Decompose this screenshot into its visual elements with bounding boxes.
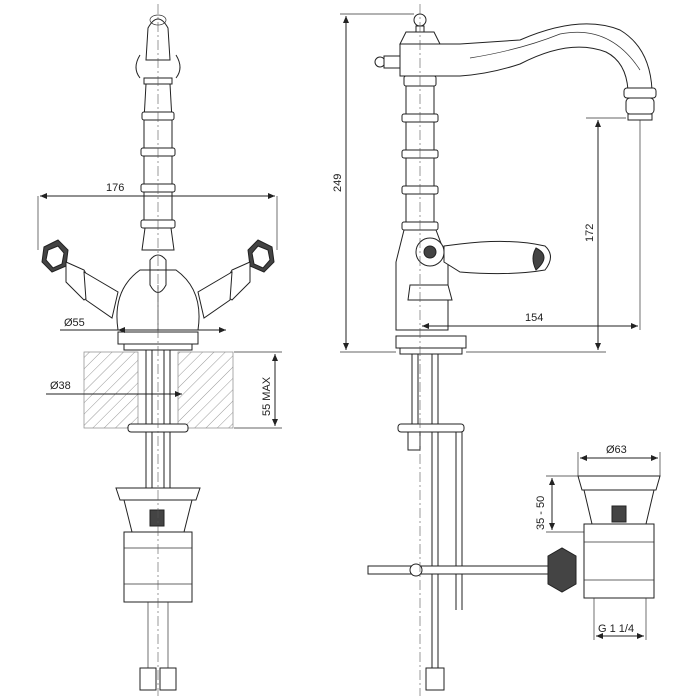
dim-dia-63: Ø63	[606, 444, 627, 456]
right-handle	[197, 239, 275, 319]
side-view: 249 172 154 Ø63 35 - 50 G 1 1/4	[332, 4, 661, 696]
dim-thread: G 1 1/4	[598, 623, 634, 635]
dim-55-max: 55 MAX	[261, 376, 273, 416]
dim-range-35-50: 35 - 50	[535, 496, 547, 530]
left-handle	[41, 239, 119, 319]
dim-reach-154: 154	[525, 312, 543, 324]
dim-dia-55: Ø55	[64, 317, 85, 329]
countertop-left	[83, 351, 139, 429]
dim-dia-38: Ø38	[50, 380, 71, 392]
dim-width-176: 176	[106, 182, 124, 194]
countertop-right	[177, 351, 234, 429]
front-view: 176 Ø55 Ø38 55 MAX	[37, 4, 282, 696]
dim-height-172: 172	[584, 224, 596, 242]
dim-height-249: 249	[332, 174, 344, 192]
